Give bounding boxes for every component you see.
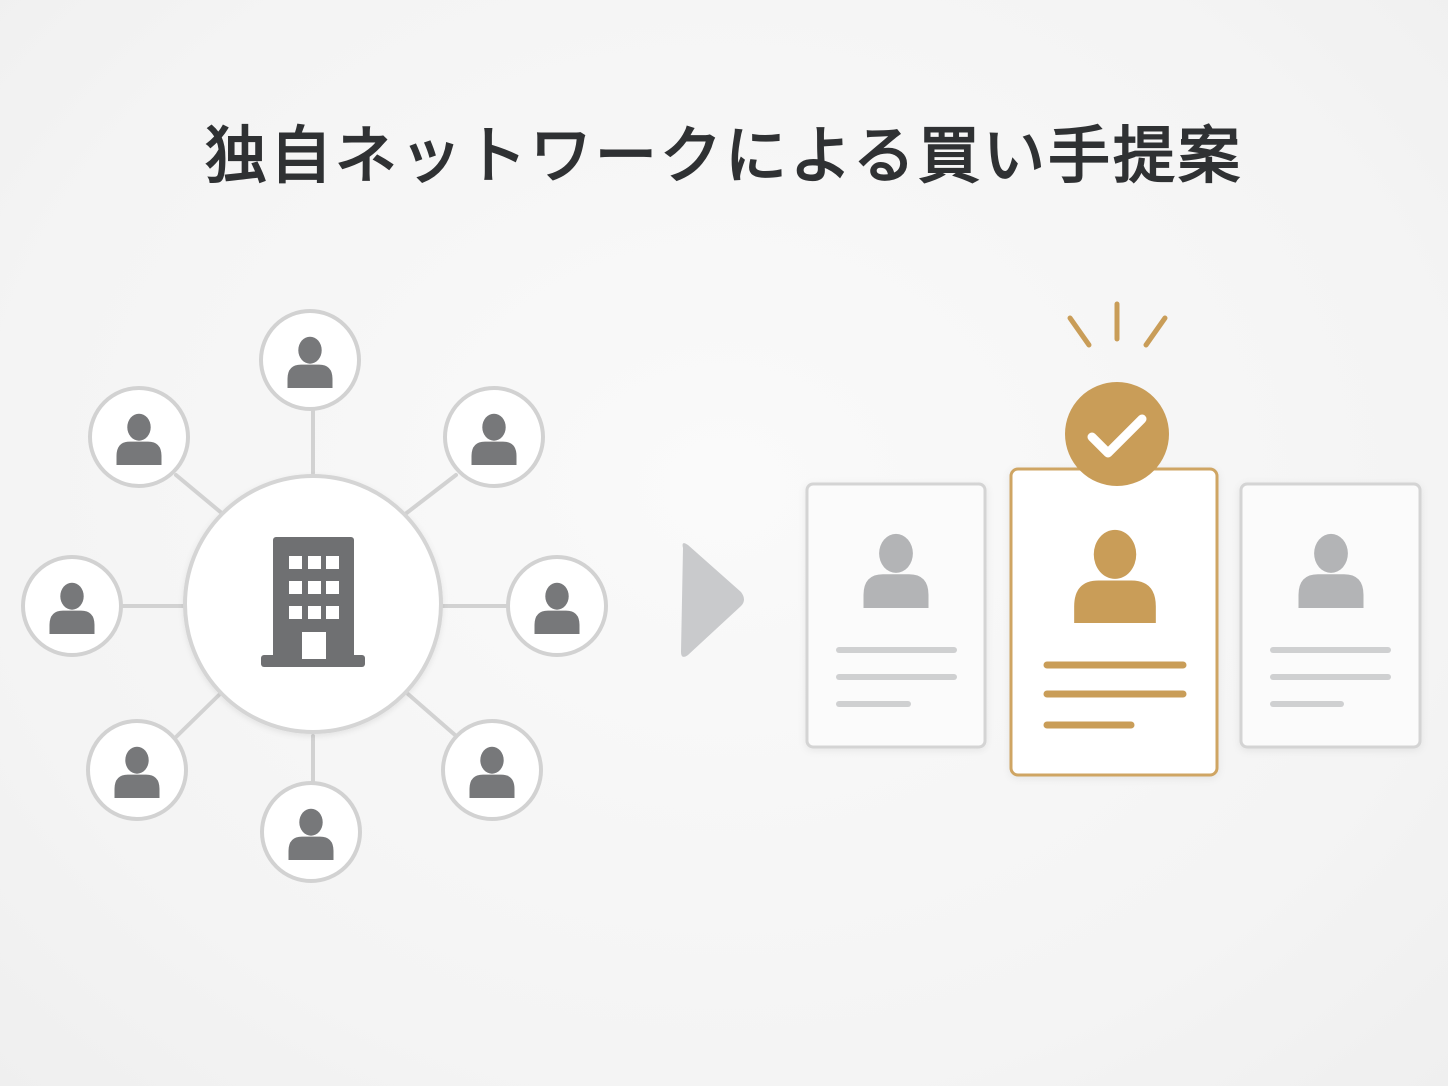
card-text-lines: [836, 647, 957, 707]
network-connectors: [120, 408, 510, 784]
connector-bottom-left: [174, 691, 223, 739]
candidate-card-3: [1239, 482, 1422, 749]
highlight-sparkle-icon: [1067, 301, 1168, 348]
network-node-top: [259, 309, 361, 411]
card-text-lines: [1043, 661, 1187, 729]
connector-top-left: [174, 473, 226, 517]
card-text-lines: [1270, 647, 1391, 707]
network-node-bottom-left: [86, 719, 188, 821]
network-nodes: [21, 309, 608, 883]
flow-arrow-icon: [681, 543, 744, 657]
center-hub: [183, 474, 443, 734]
candidate-card-1: [805, 482, 987, 749]
network-node-bottom: [260, 781, 362, 883]
connector-top-right: [402, 473, 458, 517]
selection-badge: [1065, 382, 1169, 486]
network-node-top-right: [443, 386, 545, 488]
page-title: 独自ネットワークによる買い手提案: [204, 119, 1244, 192]
checkmark-icon: [1087, 414, 1147, 458]
candidate-cards: [805, 301, 1422, 777]
network-node-right: [506, 555, 608, 657]
network-node-bottom-right: [441, 719, 543, 821]
network-node-top-left: [88, 386, 190, 488]
candidate-card-selected: [1009, 467, 1219, 777]
building-icon: [261, 537, 365, 667]
network-node-left: [21, 555, 123, 657]
connector-bottom-right: [406, 692, 457, 737]
network-cluster: [21, 309, 608, 883]
